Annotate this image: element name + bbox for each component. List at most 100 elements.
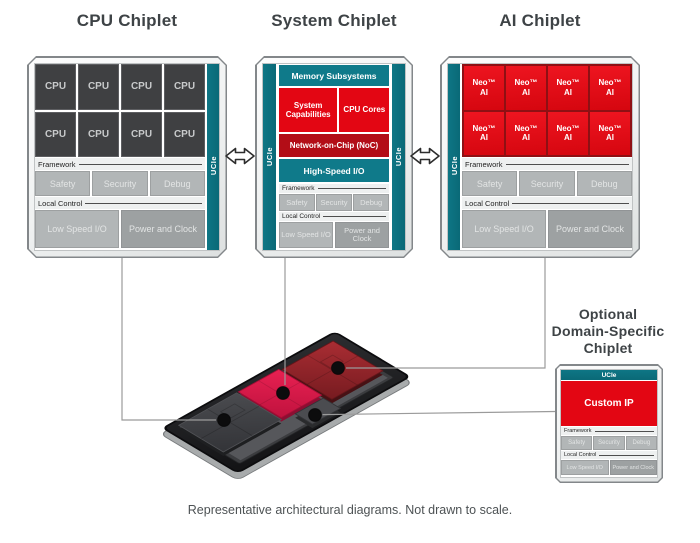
- low-speed-io-block: Low Speed I/O: [35, 210, 119, 248]
- custom-ip-block: Custom IP: [561, 381, 657, 426]
- power-and-clock-block: Power and Clock: [548, 210, 632, 248]
- ai-label: AI: [564, 87, 572, 97]
- framework-label: Framework: [282, 185, 315, 192]
- ai-label: AI: [480, 133, 488, 143]
- system-framework-strip: Framework: [279, 184, 389, 193]
- security-block: Security: [92, 171, 148, 196]
- framework-label: Framework: [38, 159, 76, 169]
- bidirectional-arrow-icon: [225, 147, 255, 165]
- cpu-plate-content: CPU CPU CPU CPU CPU CPU CPU CPU Framewor…: [34, 63, 220, 251]
- low-speed-io-block: Low Speed I/O: [279, 222, 333, 248]
- optional-title-line1: Optional: [578, 306, 638, 322]
- optional-io-row: Low Speed I/O Power and Clock: [561, 460, 657, 475]
- framework-label: Framework: [465, 159, 503, 169]
- ai-ucie-bar: UCIe: [448, 64, 460, 250]
- optional-chiplet-panel: UCIe Custom IP Framework Safety Security…: [555, 364, 663, 483]
- system-main-column: Memory Subsystems System Capabilities CP…: [277, 63, 391, 251]
- safety-block: Safety: [462, 171, 518, 196]
- safety-block: Safety: [561, 436, 593, 450]
- ai-label: AI: [522, 133, 530, 143]
- strip-rule: [317, 188, 386, 189]
- system-chiplet-panel: UCIe Memory Subsystems System Capabiliti…: [255, 56, 413, 258]
- framework-label: Framework: [564, 428, 592, 434]
- cpu-core-block: CPU: [164, 111, 205, 157]
- cpu-core-block: CPU: [164, 64, 205, 110]
- ai-framework-strip: Framework: [462, 158, 632, 170]
- neo-label: Neo™: [514, 78, 538, 88]
- ai-label: AI: [564, 133, 572, 143]
- chip-callout-dots: [217, 361, 345, 427]
- optional-framework-strip: Framework: [561, 427, 657, 435]
- system-plate-content: UCIe Memory Subsystems System Capabiliti…: [262, 63, 406, 251]
- optional-title-line2: Domain-Specific: [551, 323, 665, 339]
- ucie-label: UCIe: [394, 147, 403, 167]
- bidirectional-arrow-icon: [410, 147, 440, 165]
- ucie-label: UCIe: [208, 156, 218, 176]
- ucie-label: UCIe: [265, 147, 274, 167]
- local-control-label: Local Control: [564, 452, 597, 458]
- cpu-ucie-bar: UCIe: [207, 64, 219, 250]
- connector-lines: [121, 258, 556, 421]
- system-local-control-strip: Local Control: [279, 212, 389, 221]
- safety-block: Safety: [35, 171, 91, 196]
- memory-subsystems-block: Memory Subsystems: [279, 65, 389, 86]
- low-speed-io-block: Low Speed I/O: [462, 210, 546, 248]
- ucie-label: UCIe: [449, 156, 459, 176]
- ai-local-control-strip: Local Control: [462, 197, 632, 209]
- neo-label: Neo™: [598, 123, 622, 133]
- strip-rule: [512, 202, 629, 204]
- power-and-clock-block: Power and Clock: [335, 222, 389, 248]
- strip-rule: [505, 163, 629, 165]
- strip-rule: [594, 430, 654, 432]
- strip-rule: [599, 454, 654, 456]
- cpu-core-block: CPU: [78, 111, 119, 157]
- optional-local-control-strip: Local Control: [561, 451, 657, 459]
- system-capabilities-row: System Capabilities CPU Cores: [279, 88, 390, 132]
- system-capabilities-block: System Capabilities: [279, 88, 338, 132]
- security-block: Security: [519, 171, 575, 196]
- cpu-cores-block: CPU Cores: [339, 88, 390, 132]
- system-ucie-bar-left: UCIe: [263, 64, 276, 250]
- ai-io-row: Low Speed I/O Power and Clock: [462, 210, 632, 248]
- safety-block: Safety: [279, 194, 315, 211]
- power-and-clock-block: Power and Clock: [121, 210, 205, 248]
- debug-block: Debug: [576, 171, 632, 196]
- cpu-chiplet-title: CPU Chiplet: [76, 11, 178, 30]
- local-control-label: Local Control: [38, 198, 83, 208]
- cpu-framework-strip: Framework: [35, 158, 205, 170]
- cpu-main-column: CPU CPU CPU CPU CPU CPU CPU CPU Framewor…: [34, 63, 206, 251]
- ai-safety-row: Safety Security Debug: [462, 171, 632, 196]
- cpu-core-grid: CPU CPU CPU CPU CPU CPU CPU CPU: [35, 64, 205, 157]
- power-and-clock-block: Power and Clock: [609, 460, 657, 475]
- ai-label: AI: [606, 133, 614, 143]
- security-block: Security: [593, 436, 625, 450]
- neo-label: Neo™: [472, 123, 496, 133]
- optional-plate-content: UCIe Custom IP Framework Safety Security…: [560, 369, 658, 478]
- neo-label: Neo™: [472, 78, 496, 88]
- ai-chiplet-title: AI Chiplet: [499, 11, 581, 30]
- ai-label: AI: [522, 87, 530, 97]
- cpu-core-block: CPU: [35, 111, 76, 157]
- system-ucie-bar-right: UCIe: [392, 64, 405, 250]
- debug-block: Debug: [353, 194, 389, 211]
- system-safety-row: Safety Security Debug: [279, 194, 389, 211]
- debug-block: Debug: [625, 436, 657, 450]
- neo-label: Neo™: [556, 78, 580, 88]
- cpu-core-block: CPU: [35, 64, 76, 110]
- diagram-caption: Representative architectural diagrams. N…: [187, 503, 513, 517]
- strip-rule: [85, 202, 202, 204]
- security-block: Security: [316, 194, 352, 211]
- optional-chiplet-title: Optional Domain-Specific Chiplet: [546, 306, 670, 357]
